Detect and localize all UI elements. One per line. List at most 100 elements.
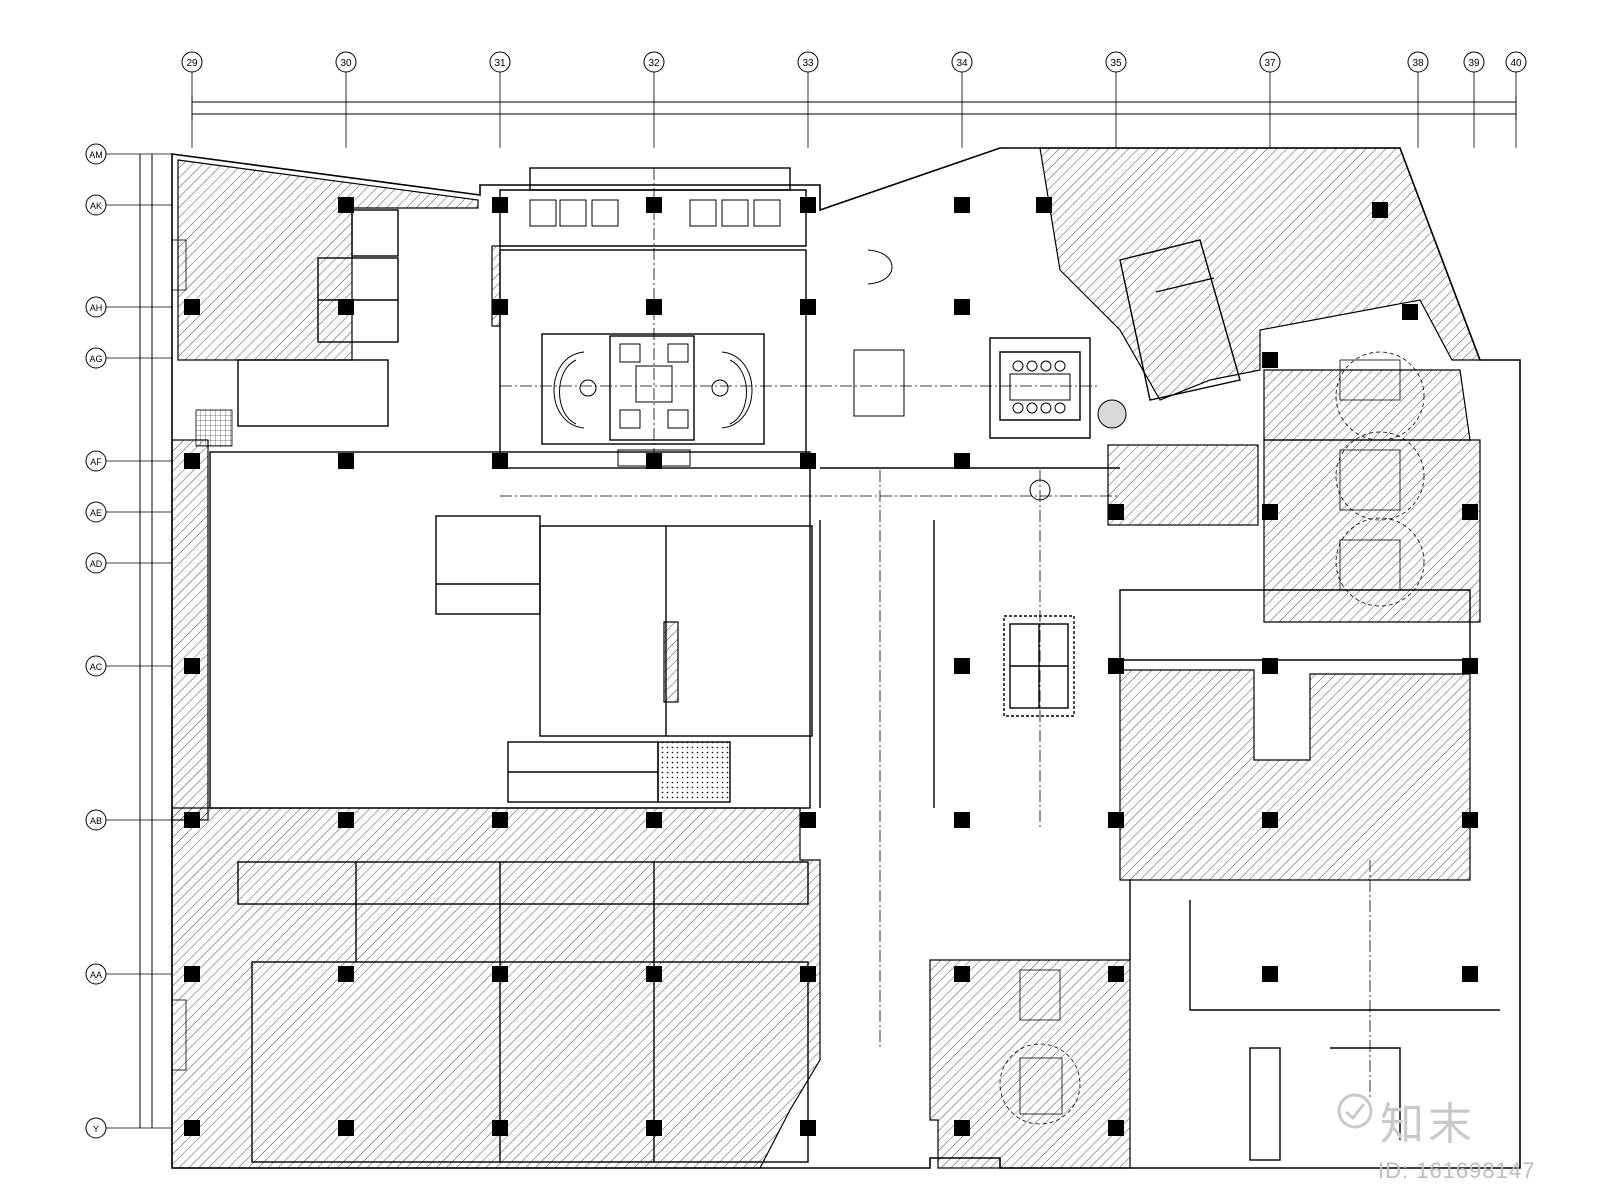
structural-column: [1108, 504, 1124, 520]
structural-column: [338, 453, 354, 469]
structural-column: [954, 197, 970, 213]
svg-text:30: 30: [340, 58, 352, 69]
svg-text:AG: AG: [89, 354, 102, 364]
svg-text:31: 31: [494, 58, 506, 69]
structural-column: [1262, 658, 1278, 674]
structural-column: [1372, 202, 1388, 218]
structural-column: [1262, 352, 1278, 368]
structural-column: [184, 299, 200, 315]
watermark-id: ID: 161698147: [1378, 1158, 1536, 1183]
watermark-logo-text: 知末: [1380, 1099, 1476, 1150]
svg-text:AB: AB: [90, 816, 102, 826]
structural-column: [492, 966, 508, 982]
grid-row-AE: AE: [85, 501, 107, 523]
structural-column: [1462, 812, 1478, 828]
structural-column: [492, 1120, 508, 1136]
grid-lines: [106, 72, 1517, 1129]
grid-column-38: 38: [1407, 51, 1429, 73]
svg-text:AF: AF: [90, 457, 102, 467]
structural-column: [338, 197, 354, 213]
interior-walls: [209, 167, 1500, 1163]
dimension-lines-left: [139, 154, 153, 1128]
structural-columns: [184, 197, 1478, 1136]
structural-column: [954, 812, 970, 828]
structural-column: [492, 812, 508, 828]
grid-column-29: 29: [181, 51, 203, 73]
stairs: [171, 239, 1425, 1125]
svg-text:40: 40: [1510, 58, 1522, 69]
grid-row-AH: AH: [85, 296, 107, 318]
svg-text:Y: Y: [93, 1124, 99, 1134]
grid-row-AG: AG: [85, 347, 107, 369]
structural-column: [800, 1120, 816, 1136]
svg-text:37: 37: [1264, 58, 1276, 69]
building-outline: [171, 147, 1521, 1169]
svg-text:39: 39: [1468, 58, 1480, 69]
grid-row-Y: Y: [85, 1117, 107, 1139]
svg-text:AK: AK: [90, 201, 102, 211]
structural-column: [954, 658, 970, 674]
grid-column-33: 33: [797, 51, 819, 73]
structural-column: [800, 966, 816, 982]
structural-column: [646, 299, 662, 315]
grid-column-31: 31: [489, 51, 511, 73]
grid-row-AB: AB: [85, 809, 107, 831]
svg-text:32: 32: [648, 58, 660, 69]
watermark-logo-icon: [1336, 1092, 1374, 1130]
svg-text:AC: AC: [90, 662, 103, 672]
grid-row-AK: AK: [85, 194, 107, 216]
grid-column-40: 40: [1505, 51, 1527, 73]
grid-column-34: 34: [951, 51, 973, 73]
grid-column-39: 39: [1463, 51, 1485, 73]
structural-column: [800, 453, 816, 469]
structural-column: [338, 1120, 354, 1136]
structural-column: [1108, 1120, 1124, 1136]
structural-column: [800, 299, 816, 315]
structural-column: [1108, 658, 1124, 674]
svg-text:AM: AM: [89, 150, 103, 160]
svg-text:AD: AD: [90, 559, 103, 569]
structural-column: [800, 197, 816, 213]
grid-row-AC: AC: [85, 655, 107, 677]
svg-text:29: 29: [186, 58, 198, 69]
structural-column: [800, 812, 816, 828]
grid-column-35: 35: [1105, 51, 1127, 73]
structural-column: [492, 299, 508, 315]
svg-text:AA: AA: [90, 970, 102, 980]
structural-column: [1462, 658, 1478, 674]
structural-column: [1462, 504, 1478, 520]
dimension-lines-top: [191, 96, 1517, 120]
structural-column: [1108, 812, 1124, 828]
center-lines: [500, 168, 1371, 1100]
structural-column: [338, 966, 354, 982]
structural-column: [1036, 197, 1052, 213]
grid-row-AM: AM: [85, 143, 107, 165]
grid-column-30: 30: [335, 51, 357, 73]
svg-text:AH: AH: [90, 303, 103, 313]
grid-row-AA: AA: [85, 963, 107, 985]
structural-column: [1262, 966, 1278, 982]
structural-column: [184, 812, 200, 828]
structural-column: [954, 453, 970, 469]
furniture: [529, 199, 1127, 501]
grid-column-32: 32: [643, 51, 665, 73]
structural-column: [1262, 504, 1278, 520]
hatched-zones: [171, 147, 1481, 1169]
structural-column: [646, 453, 662, 469]
structural-column: [1108, 966, 1124, 982]
svg-text:35: 35: [1110, 58, 1122, 69]
structural-column: [1402, 304, 1418, 320]
structural-column: [338, 299, 354, 315]
structural-column: [646, 197, 662, 213]
svg-text:34: 34: [956, 58, 968, 69]
structural-column: [492, 453, 508, 469]
structural-column: [954, 966, 970, 982]
structural-column: [646, 1120, 662, 1136]
structural-column: [954, 1120, 970, 1136]
structural-column: [1462, 966, 1478, 982]
structural-column: [1262, 812, 1278, 828]
structural-column: [646, 812, 662, 828]
grid-row-AD: AD: [85, 552, 107, 574]
svg-text:AE: AE: [90, 508, 102, 518]
